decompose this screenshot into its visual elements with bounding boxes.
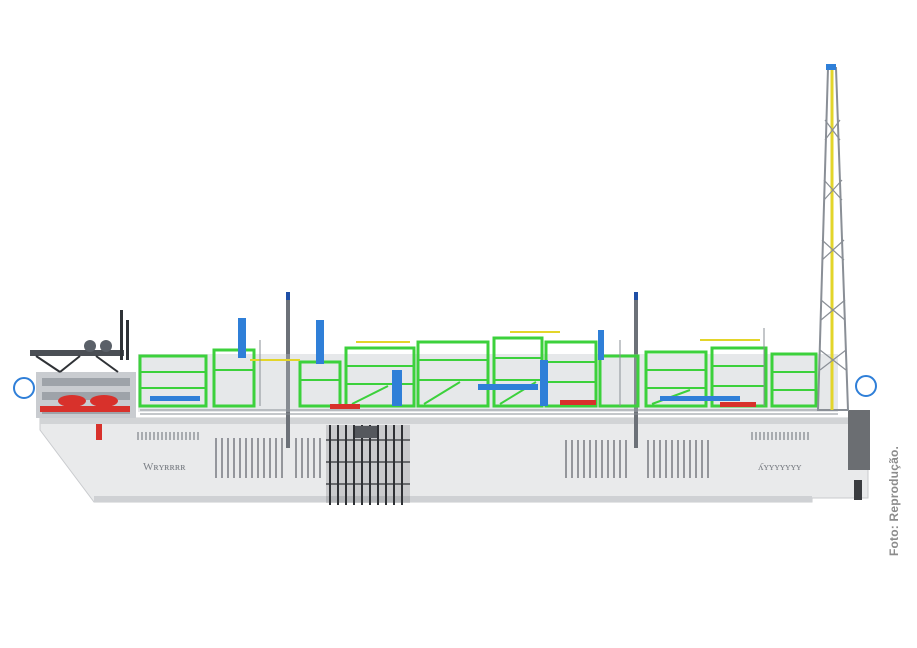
helideck-icon bbox=[30, 350, 124, 373]
photo-credit: Foto: Reprodução. bbox=[884, 436, 904, 566]
hull-vents-a bbox=[215, 438, 321, 478]
turret-icon bbox=[326, 425, 410, 505]
lifeboat-icon bbox=[58, 395, 118, 407]
hull-vents-b bbox=[565, 440, 709, 478]
hull-name-left: Wʀʏʀʀʀʀ bbox=[143, 461, 186, 473]
accommodation-block bbox=[13, 310, 136, 418]
hull: Wʀʏʀʀʀʀ ʎʏʏʏʏʏʏʏ bbox=[39, 410, 870, 503]
flare-tower-icon bbox=[816, 64, 877, 411]
bow-end bbox=[848, 410, 870, 470]
vent-stacks bbox=[286, 292, 638, 448]
process-modules bbox=[40, 318, 838, 440]
hull-name-right: ʎʏʏʏʏʏʏʏ bbox=[758, 461, 802, 473]
photo-credit-text: Foto: Reprodução. bbox=[887, 445, 901, 557]
hull-louvers-right bbox=[751, 432, 809, 440]
hull-louvers-left bbox=[137, 432, 199, 440]
